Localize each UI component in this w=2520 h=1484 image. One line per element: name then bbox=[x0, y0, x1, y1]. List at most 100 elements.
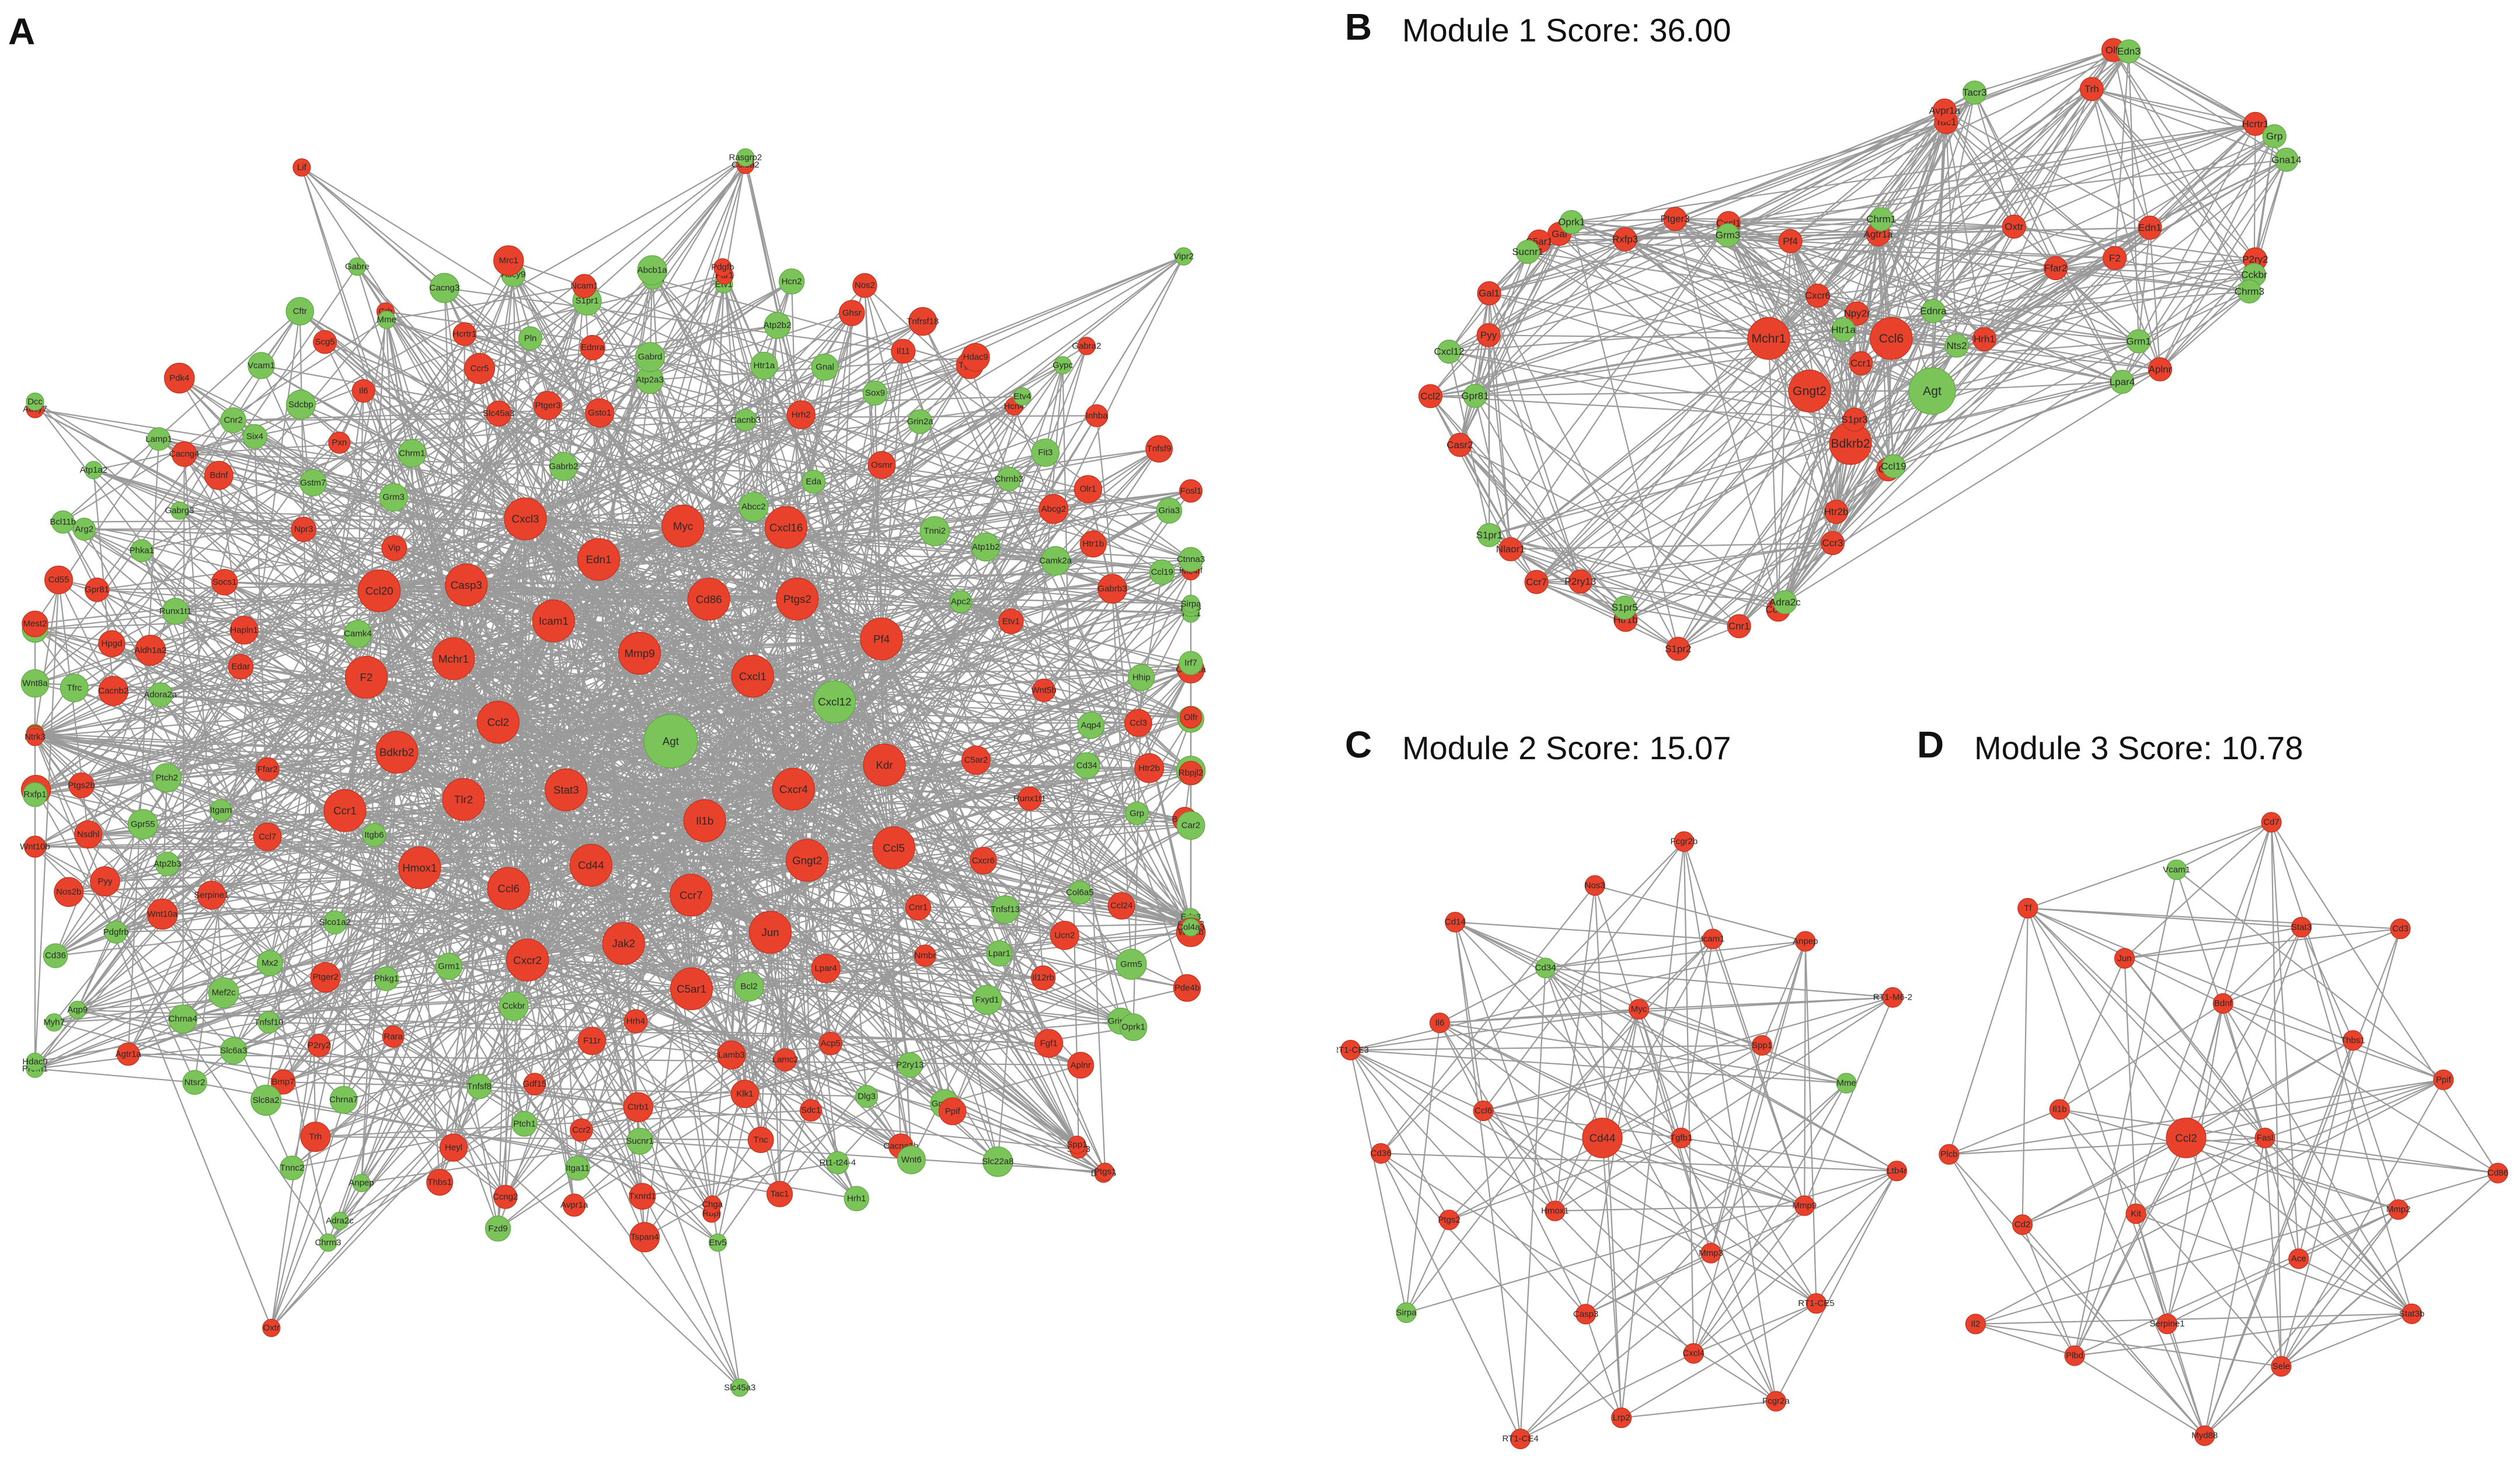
node-adora2a: Adora2a bbox=[144, 682, 177, 708]
node-circle bbox=[197, 881, 226, 910]
edge bbox=[1350, 1049, 1587, 1315]
node-label: Tacr3 bbox=[1963, 87, 1987, 98]
edge bbox=[315, 1136, 761, 1141]
edge bbox=[1784, 329, 1845, 603]
edge bbox=[1625, 234, 1879, 620]
node-label: Gal1 bbox=[1479, 288, 1500, 299]
edge bbox=[2280, 1079, 2444, 1367]
node-circle bbox=[1965, 1314, 1986, 1335]
edge bbox=[1738, 466, 1894, 627]
node-circle bbox=[1463, 383, 1487, 408]
node-label: Adora2a bbox=[144, 690, 177, 700]
node-circle bbox=[772, 767, 815, 811]
node-label: Edn1 bbox=[2138, 222, 2162, 233]
node-label: Ccr2 bbox=[572, 1125, 591, 1135]
node-label: Nlaor1 bbox=[1496, 544, 1525, 555]
node-c5ar2: C5ar2 bbox=[961, 745, 991, 775]
node-circle bbox=[1176, 811, 1205, 840]
node-label: Mest2 bbox=[23, 619, 47, 629]
node-mest2: Mest2 bbox=[22, 610, 48, 637]
node-gal1: Gal1 bbox=[1477, 281, 1501, 306]
node-circle bbox=[1477, 523, 1501, 547]
node-label: Ccl2 bbox=[2175, 1132, 2197, 1144]
node-circle bbox=[2114, 948, 2135, 969]
edge bbox=[2113, 49, 2287, 160]
node-label: Myd88 bbox=[2191, 1431, 2218, 1441]
node-circle bbox=[51, 510, 75, 534]
node-arg2: Arg2 bbox=[72, 518, 96, 541]
node-circle bbox=[1498, 537, 1523, 561]
edge bbox=[386, 319, 395, 498]
edge bbox=[744, 764, 886, 1094]
node-label: Phka1 bbox=[130, 546, 155, 556]
network-b-graph: Mchr1Gngt2Bdkrb2Ccl6PyyGalCxcl1Npy2rCcl1… bbox=[1418, 38, 2301, 661]
edge bbox=[813, 481, 1191, 918]
node-circle bbox=[1396, 1302, 1417, 1324]
node-wnt8a: Wnt8a bbox=[20, 669, 50, 698]
node-circle bbox=[1788, 369, 1831, 413]
node-circle bbox=[855, 1085, 879, 1108]
node-cacnb3: Cacnb3 bbox=[730, 408, 761, 431]
node-circle bbox=[164, 362, 195, 394]
edge bbox=[881, 464, 1170, 512]
node-label: Hrh2 bbox=[792, 410, 811, 420]
edge bbox=[1380, 841, 1685, 1154]
node-label: Lpar1 bbox=[988, 948, 1010, 958]
node-ccl5: Ccl5 bbox=[872, 826, 915, 870]
node-circle bbox=[1612, 595, 1637, 620]
node-oprk1: Oprk1 bbox=[1119, 1013, 1148, 1041]
node-s1pr1: S1pr1 bbox=[1476, 523, 1503, 547]
node-label: Thbs1 bbox=[2341, 1035, 2365, 1045]
edge bbox=[1405, 1022, 1441, 1313]
node-label: Atp2b3 bbox=[154, 859, 182, 869]
node-circle bbox=[250, 1084, 282, 1116]
node-circle bbox=[130, 539, 154, 563]
edge bbox=[1545, 968, 1604, 1139]
node-circle bbox=[2288, 1248, 2309, 1269]
node-circle bbox=[1068, 1136, 1086, 1154]
node-label: Ccl3 bbox=[1130, 718, 1147, 728]
node-scg5: Scg5 bbox=[313, 330, 337, 354]
edge bbox=[1459, 444, 1581, 582]
edge bbox=[62, 521, 1139, 724]
edge bbox=[1594, 885, 1806, 942]
node-label: Mchr1 bbox=[1751, 331, 1786, 345]
node-circle bbox=[914, 944, 936, 967]
edge bbox=[1439, 967, 1546, 1024]
node-label: Gngt2 bbox=[792, 854, 822, 867]
node-label: Heyl bbox=[445, 1143, 462, 1153]
node-circle bbox=[426, 1168, 454, 1196]
edge bbox=[2014, 226, 2256, 260]
node-label: Ptger3 bbox=[1661, 214, 1690, 225]
node-circle bbox=[2043, 256, 2068, 281]
node-olfr: Olfr bbox=[1179, 706, 1203, 729]
edge bbox=[1475, 395, 1786, 603]
panel-d-letter: D bbox=[1917, 724, 1944, 766]
edge bbox=[881, 357, 977, 466]
edge bbox=[2021, 1224, 2076, 1356]
edge bbox=[566, 789, 1132, 965]
edge bbox=[55, 525, 684, 956]
node-label: P2ry13 bbox=[1564, 576, 1596, 587]
edge bbox=[1585, 1083, 1847, 1315]
node-label: Ctnna3 bbox=[1177, 554, 1205, 564]
edge bbox=[1946, 121, 2115, 259]
edge bbox=[34, 676, 367, 847]
node-circle bbox=[26, 392, 44, 411]
node-label: Ccr1 bbox=[333, 805, 357, 817]
edge bbox=[712, 676, 754, 1205]
node-label: F11r bbox=[583, 1036, 601, 1046]
node-cxcr6: Cxcr6 bbox=[970, 847, 997, 875]
node-apc2: Apc2 bbox=[949, 590, 973, 613]
node-circle bbox=[779, 268, 805, 295]
edge bbox=[96, 589, 624, 944]
node-label: Icam1 bbox=[539, 615, 569, 627]
node-circle bbox=[1068, 881, 1092, 905]
node-circle bbox=[670, 874, 713, 917]
node-ccr2: Ccr2 bbox=[570, 1118, 593, 1142]
node-ncam1: Ncam1 bbox=[570, 274, 598, 298]
network-d-nodes: FaslKitBdnfAceIl1bThbs1Serpine1JunMmp2Cd… bbox=[1939, 812, 2508, 1446]
edge bbox=[2027, 907, 2401, 930]
node-circle bbox=[220, 407, 246, 434]
node-label: Icam1 bbox=[1701, 934, 1725, 944]
